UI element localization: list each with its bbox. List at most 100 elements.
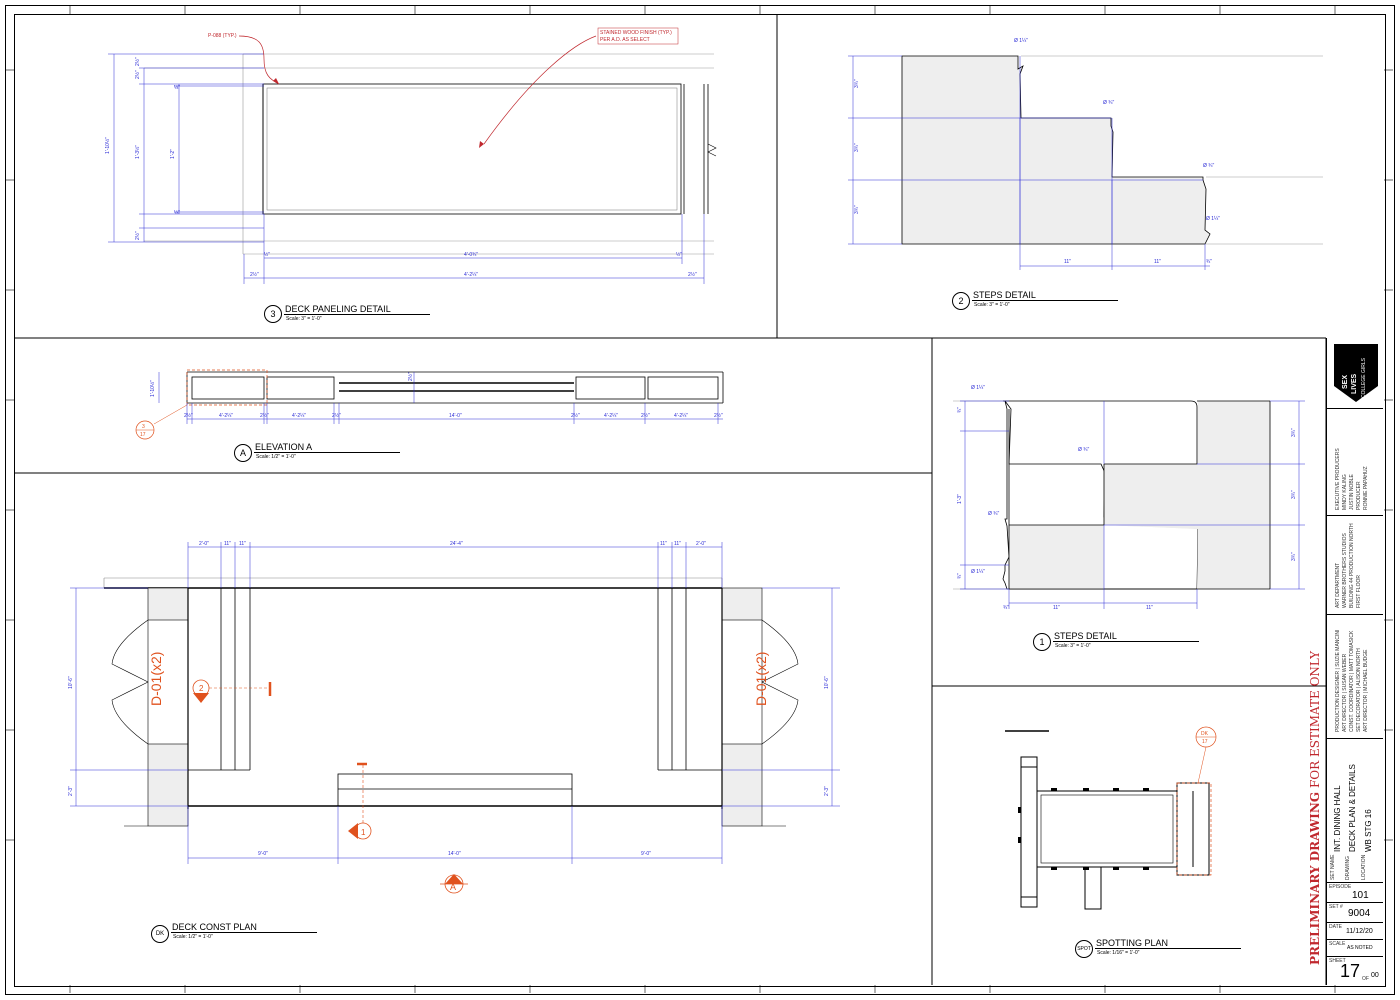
tb-divider <box>1327 614 1383 615</box>
tb-date: 11/12/20 <box>1346 928 1373 935</box>
tb-divider <box>1327 515 1383 516</box>
sheet-border-inner <box>14 14 1386 987</box>
dim-steps1-rad-b: Ø ¾" <box>1078 447 1089 453</box>
dim-small-a: 2½" <box>134 57 141 66</box>
dim-plan-top-b-4: 11" <box>674 541 681 547</box>
view-title-underline <box>972 300 1118 301</box>
view-scale-deck-paneling: Scale: 3" = 1'-0" <box>286 316 322 322</box>
door-tag-left: D-01(x2) <box>148 652 164 706</box>
tb-producer-1: MINDY KALING <box>1342 474 1348 510</box>
dim-steps1-rad-a: Ø 1¼" <box>971 385 985 391</box>
dim-small-b-2: ⅛" <box>174 210 180 216</box>
callout-stain-1: STAINED WOOD FINISH (TYP.) <box>600 30 672 36</box>
dim-overall-w: 4'-2¼" <box>464 272 478 278</box>
preliminary-stamp: PRELIMINARY DRAWING FOR ESTIMATE ONLY <box>1308 651 1322 965</box>
view-number-1: 1 <box>1033 633 1051 651</box>
dim-inner-h: 1'-3½" <box>134 145 141 159</box>
dim-steps1-small-run: ¾" <box>1003 605 1009 611</box>
dim-plan-bot-side-1: 9'-0" <box>258 851 268 857</box>
tb-drawing: DECK PLAN & DETAILS <box>1348 764 1357 852</box>
dim-steps1-rise-1: 3¾" <box>1291 428 1297 437</box>
dim-plan-bot-center: 14'-0" <box>448 851 461 857</box>
view-title-underline <box>254 452 400 453</box>
tb-divider <box>1327 902 1383 903</box>
tb-divider <box>1327 956 1383 957</box>
dim-elev-stile-5: 2½" <box>641 412 650 419</box>
tb-divider <box>1327 939 1383 940</box>
spotting-plan-drawing: DK 17 <box>1005 726 1217 910</box>
tb-divider <box>1327 408 1383 409</box>
view-title-underline <box>1053 641 1199 642</box>
sheet-border-outer <box>5 5 1395 995</box>
dim-plan-top-b-2: 11" <box>239 541 246 547</box>
dim-steps2-rise-2: 3¾" <box>854 143 860 152</box>
tb-crew-4: SET DECORATOR | ALISON NORTH <box>1356 648 1362 732</box>
elevation-a-drawing: 3 17 1'-10½" 4'-2¼" 4'-2¼" 14'-0" 4'-2¼"… <box>135 369 724 440</box>
steps-detail-2-drawing: 3¾" 3¾" 3¾" 11" 11" ¾" Ø 1¼" Ø ¾" Ø ¾" Ø… <box>848 38 1323 270</box>
dim-small-d: ½" <box>264 251 270 258</box>
dim-elev-stile-3: 2½" <box>332 412 341 419</box>
preliminary-a: PRELIMINARY DRAWING <box>1308 791 1322 965</box>
elev-ref-bot: 17 <box>140 432 146 438</box>
dim-steps2-rad-1: Ø 1¼" <box>1014 38 1028 44</box>
tb-episode: 101 <box>1352 890 1369 901</box>
tb-producers-head: EXECUTIVE PRODUCERS <box>1335 448 1341 510</box>
view-scale-steps-1: Scale: 3" = 1'-0" <box>1055 643 1091 649</box>
dim-small-a-2: 2½" <box>134 70 141 79</box>
dim-elev-stile-2: 2½" <box>260 412 269 419</box>
dim-elev-panel-2: 4'-2¼" <box>292 413 306 419</box>
tb-art-line-2: BUILDING 44 PRODUCTION NORTH <box>1349 523 1355 608</box>
dim-steps2-rad-4: Ø 1¼" <box>1206 216 1220 222</box>
tb-scale-label: SCALE <box>1329 941 1346 947</box>
dim-plan-top-b-1: 11" <box>224 541 231 547</box>
tb-of-total: 00 <box>1371 972 1379 979</box>
dim-steps1-overall-h: 1'-3" <box>957 494 963 504</box>
tb-sheet-label: SHEET <box>1329 958 1346 964</box>
dim-elev-height: 1'-10½" <box>149 380 156 397</box>
dim-inner-w: 4'-0¾" <box>464 252 478 258</box>
dim-plan-side-low-left: 2'-3" <box>68 786 74 796</box>
callout-stain-2: PER A.D. AS SELECT <box>600 37 650 43</box>
dim-elev-center-h: 2½" <box>407 372 414 381</box>
view-number-3: 3 <box>264 305 282 323</box>
view-title-deck-paneling: DECK PANELING DETAIL <box>285 304 391 314</box>
view-number-2: 2 <box>952 292 970 310</box>
tb-of-label: OF <box>1362 976 1369 982</box>
cut-tag-2: 2 <box>199 684 204 693</box>
tb-divider <box>1327 738 1383 739</box>
logo-line2: LIVES <box>1351 373 1358 394</box>
dim-steps1-rad-c: Ø ¾" <box>988 511 999 517</box>
dim-overall-h: 1'-10½" <box>104 137 111 154</box>
view-title-deck-const-plan: DECK CONST PLAN <box>172 922 257 932</box>
dim-steps1-run-1: 11" <box>1053 605 1060 611</box>
title-block <box>1326 338 1385 985</box>
view-scale-steps-2: Scale: 3" = 1'-0" <box>974 302 1010 308</box>
dim-elev-panel-1: 4'-2¼" <box>219 413 233 419</box>
spot-ref-top: DK <box>1201 731 1209 737</box>
dim-steps1-rise-3: 3¾" <box>1291 552 1297 561</box>
view-title-underline <box>284 314 430 315</box>
tb-crew-2: ART DIRECTOR | SUSAN WEBER <box>1342 653 1348 732</box>
dim-small-b: ⅛" <box>174 85 180 91</box>
dim-small-c-2: 2½" <box>688 271 697 278</box>
dim-steps2-run-1: 11" <box>1064 259 1071 265</box>
view-scale-deck-const-plan: Scale: 1/2" = 1'-0" <box>173 934 213 940</box>
tb-producer-4: RONNIE PAPAHUZ <box>1363 466 1369 510</box>
view-title-underline <box>171 932 317 933</box>
dim-plan-side-h-right: 10'-6" <box>824 676 830 689</box>
tb-art-line-3: FIRST FLOOR <box>1356 575 1362 608</box>
tb-episode-label: EPISODE <box>1329 884 1352 890</box>
tb-crew-1: PRODUCTION DESIGNER | SUZIE MANCINI <box>1335 629 1341 732</box>
tb-producer-3: PRODUCER <box>1356 481 1362 510</box>
cut-tag-1: 1 <box>361 828 366 837</box>
view-title-underline <box>1095 948 1241 949</box>
dim-steps1-rad-d: Ø 1¼" <box>971 569 985 575</box>
view-number-dk: DK <box>151 925 169 943</box>
view-title-steps-2: STEPS DETAIL <box>973 290 1036 300</box>
dim-steps2-rad-3: Ø ¾" <box>1203 163 1214 169</box>
dim-steps1-small-bot: ¾" <box>957 573 963 579</box>
view-title-elevation-a: ELEVATION A <box>255 442 313 452</box>
dim-elev-stile-6: 2½" <box>714 412 723 419</box>
